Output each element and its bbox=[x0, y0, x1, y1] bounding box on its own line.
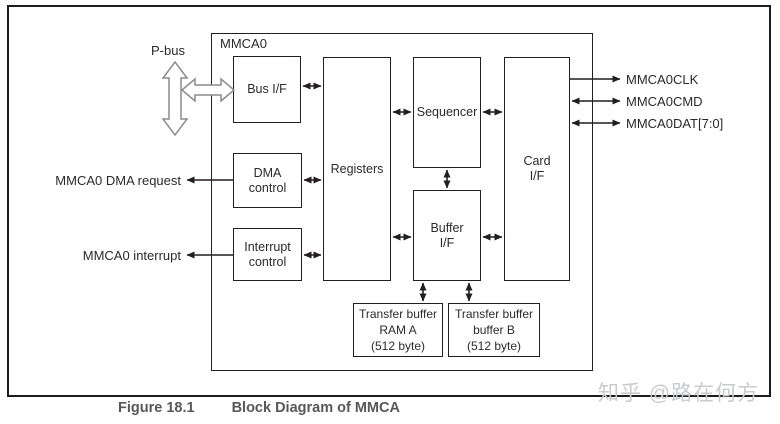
figure-caption: Figure 18.1 Block Diagram of MMCA bbox=[118, 400, 400, 416]
block-dma-control: DMA control bbox=[233, 153, 302, 208]
zhihu-watermark: 知乎 @路在何方 bbox=[598, 382, 760, 405]
block-buffer-if: Buffer I/F bbox=[413, 190, 481, 281]
label-mmca0clk: MMCA0CLK bbox=[626, 72, 699, 87]
label-mmca0cmd: MMCA0CMD bbox=[626, 94, 703, 109]
block-registers: Registers bbox=[323, 57, 391, 281]
mmca0-container-label: MMCA0 bbox=[220, 36, 267, 51]
mmca0-container-frame bbox=[211, 33, 593, 371]
label-mmca0-interrupt: MMCA0 interrupt bbox=[82, 248, 181, 263]
block-card-if: Card I/F bbox=[504, 57, 570, 281]
label-mmca0dat: MMCA0DAT[7:0] bbox=[626, 116, 724, 131]
block-transfer-buffer-b: Transfer buffer buffer B (512 byte) bbox=[448, 303, 540, 357]
figure-outer-frame bbox=[7, 5, 771, 397]
figure-caption-number: Figure 18.1 bbox=[118, 400, 195, 416]
block-transfer-ram-a: Transfer buffer RAM A (512 byte) bbox=[353, 303, 443, 357]
block-bus-if: Bus I/F bbox=[233, 56, 301, 123]
figure-caption-title: Block Diagram of MMCA bbox=[231, 400, 400, 416]
label-mmca0-dma-request: MMCA0 DMA request bbox=[55, 173, 181, 188]
label-p-bus: P-bus bbox=[151, 43, 185, 58]
block-sequencer: Sequencer bbox=[413, 57, 481, 168]
block-interrupt-control: Interrupt control bbox=[233, 228, 302, 281]
